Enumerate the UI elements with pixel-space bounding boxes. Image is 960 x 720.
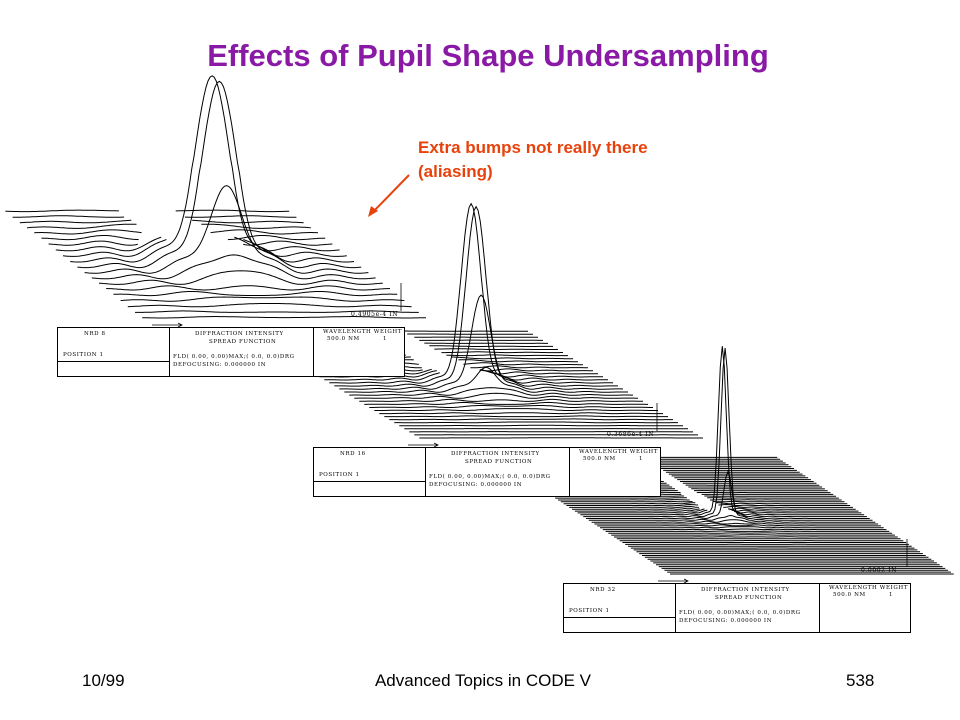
psf-scanline bbox=[359, 398, 643, 402]
psf-scanline bbox=[70, 75, 355, 263]
psf-scanline bbox=[600, 526, 884, 529]
psf-scanline bbox=[34, 229, 319, 235]
position-label: POSITION 1 bbox=[569, 608, 610, 614]
psf-scanline bbox=[399, 424, 683, 427]
psf-surface-nrd-8 bbox=[5, 75, 426, 328]
psf-scanline bbox=[339, 294, 624, 390]
psf-scanline bbox=[580, 346, 865, 516]
psf-title-line2: SPREAD FUNCTION bbox=[209, 339, 277, 345]
nrd-label: NRD 32 bbox=[590, 587, 616, 593]
psf-scanline bbox=[344, 366, 628, 393]
psf-title-line1: DIFFRACTION INTENSITY bbox=[701, 587, 790, 593]
aliasing-annotation: Extra bumps not really there (aliasing) bbox=[418, 138, 648, 181]
psf-scanline bbox=[334, 205, 618, 387]
footer-page-number: 538 bbox=[846, 671, 875, 690]
wavelength-value: 500.0 NM bbox=[327, 336, 360, 342]
psf-scanline bbox=[591, 519, 876, 523]
position-label: POSITION 1 bbox=[319, 472, 360, 478]
position-label: POSITION 1 bbox=[63, 352, 104, 358]
annotation-arrow-line bbox=[372, 174, 410, 213]
psf-scanline bbox=[588, 514, 873, 521]
psf-scanline bbox=[127, 303, 412, 308]
psf-scanline bbox=[583, 347, 867, 518]
wavelength-header: WAVELENGTH WEIGHT bbox=[829, 585, 909, 591]
defocusing-label: DEFOCUSING: 0.000000 IN bbox=[679, 618, 773, 624]
psf-scanline bbox=[597, 524, 881, 527]
psf-scanline bbox=[563, 502, 848, 505]
footer-date: 10/99 bbox=[82, 671, 125, 690]
psf-scanline bbox=[142, 316, 426, 319]
psf-scanline bbox=[98, 270, 383, 285]
psf-scanline bbox=[602, 528, 887, 531]
psf-info-box-nrd-16: NRD 16 DIFFRACTION INTENSITY SPREAD FUNC… bbox=[313, 447, 661, 497]
psf-scale-nrd-8: 0.4905e-4 IN bbox=[351, 311, 399, 318]
psf-scanline bbox=[120, 296, 405, 302]
psf-scanline bbox=[389, 418, 673, 421]
wavelength-value: 500.0 NM bbox=[833, 592, 866, 598]
psf-scale-nrd-16: 0.3686e-4 IN bbox=[607, 431, 655, 438]
psf-scanline bbox=[364, 401, 648, 405]
psf-scanline bbox=[349, 387, 633, 396]
field-label: FLD( 0.00, 0.00)MAX;( 0.0, 0.0)DRG bbox=[679, 610, 801, 616]
psf-scanline bbox=[12, 215, 297, 218]
psf-info-box-nrd-8: NRD 8 DIFFRACTION INTENSITY SPREAD FUNCT… bbox=[57, 327, 405, 377]
field-label: FLD( 0.00, 0.00)MAX;( 0.0, 0.0)DRG bbox=[173, 354, 295, 360]
nrd-label: NRD 8 bbox=[84, 331, 106, 337]
footer-course: Advanced Topics in CODE V bbox=[374, 671, 592, 690]
psf-scanline bbox=[329, 202, 614, 384]
psf-title-line2: SPREAD FUNCTION bbox=[465, 459, 533, 465]
psf-scanline bbox=[26, 223, 311, 229]
psf-scanline bbox=[48, 240, 333, 246]
slide-title: Effects of Pupil Shape Undersampling bbox=[207, 38, 769, 73]
psf-scanline bbox=[574, 508, 859, 512]
psf-title-line1: DIFFRACTION INTENSITY bbox=[451, 451, 540, 457]
psf-scanline bbox=[369, 405, 653, 408]
psf-scanline bbox=[577, 509, 862, 514]
psf-scanline bbox=[41, 235, 326, 241]
psf-scanline bbox=[106, 285, 391, 291]
psf-scanline bbox=[569, 505, 853, 508]
weight-value: 1 bbox=[639, 456, 644, 462]
psf-title-line1: DIFFRACTION INTENSITY bbox=[195, 331, 284, 337]
psf-scanline bbox=[19, 219, 304, 224]
wavelength-header: WAVELENGTH WEIGHT bbox=[579, 449, 659, 455]
defocusing-label: DEFOCUSING: 0.000000 IN bbox=[173, 362, 267, 368]
axis-arrow bbox=[152, 322, 183, 328]
field-label: FLD( 0.00, 0.00)MAX;( 0.0, 0.0)DRG bbox=[429, 474, 551, 480]
wavelength-value: 500.0 NM bbox=[583, 456, 616, 462]
psf-scanline bbox=[384, 415, 668, 418]
psf-scanline bbox=[394, 421, 678, 424]
weight-value: 1 bbox=[383, 336, 388, 342]
psf-surface-nrd-16 bbox=[244, 202, 703, 448]
psf-scanline bbox=[62, 239, 347, 257]
psf-scanline bbox=[5, 209, 290, 213]
nrd-label: NRD 16 bbox=[340, 451, 366, 457]
axis-arrow bbox=[658, 578, 689, 584]
psf-title-line2: SPREAD FUNCTION bbox=[715, 595, 783, 601]
psf-scanline bbox=[374, 408, 658, 411]
wavelength-header: WAVELENGTH WEIGHT bbox=[323, 329, 403, 335]
annotation-arrow-head bbox=[368, 206, 378, 217]
psf-scanline bbox=[594, 522, 879, 525]
psf-info-box-nrd-32: NRD 32 DIFFRACTION INTENSITY SPREAD FUNC… bbox=[563, 583, 911, 633]
psf-scanline bbox=[566, 503, 851, 506]
psf-scanline bbox=[135, 310, 419, 313]
psf-scanline bbox=[77, 80, 362, 269]
psf-scanline bbox=[324, 372, 608, 381]
psf-scale-nrd-32: 0.0002 IN bbox=[861, 567, 897, 574]
psf-scanline bbox=[379, 412, 663, 415]
psf-scanline bbox=[84, 185, 369, 274]
psf-scanline bbox=[91, 254, 376, 280]
psf-scanline bbox=[354, 392, 638, 399]
psf-scanline bbox=[572, 507, 856, 510]
axis-arrow bbox=[408, 442, 439, 448]
weight-value: 1 bbox=[889, 592, 894, 598]
defocusing-label: DEFOCUSING: 0.000000 IN bbox=[429, 482, 523, 488]
psf-scanline bbox=[113, 291, 398, 297]
